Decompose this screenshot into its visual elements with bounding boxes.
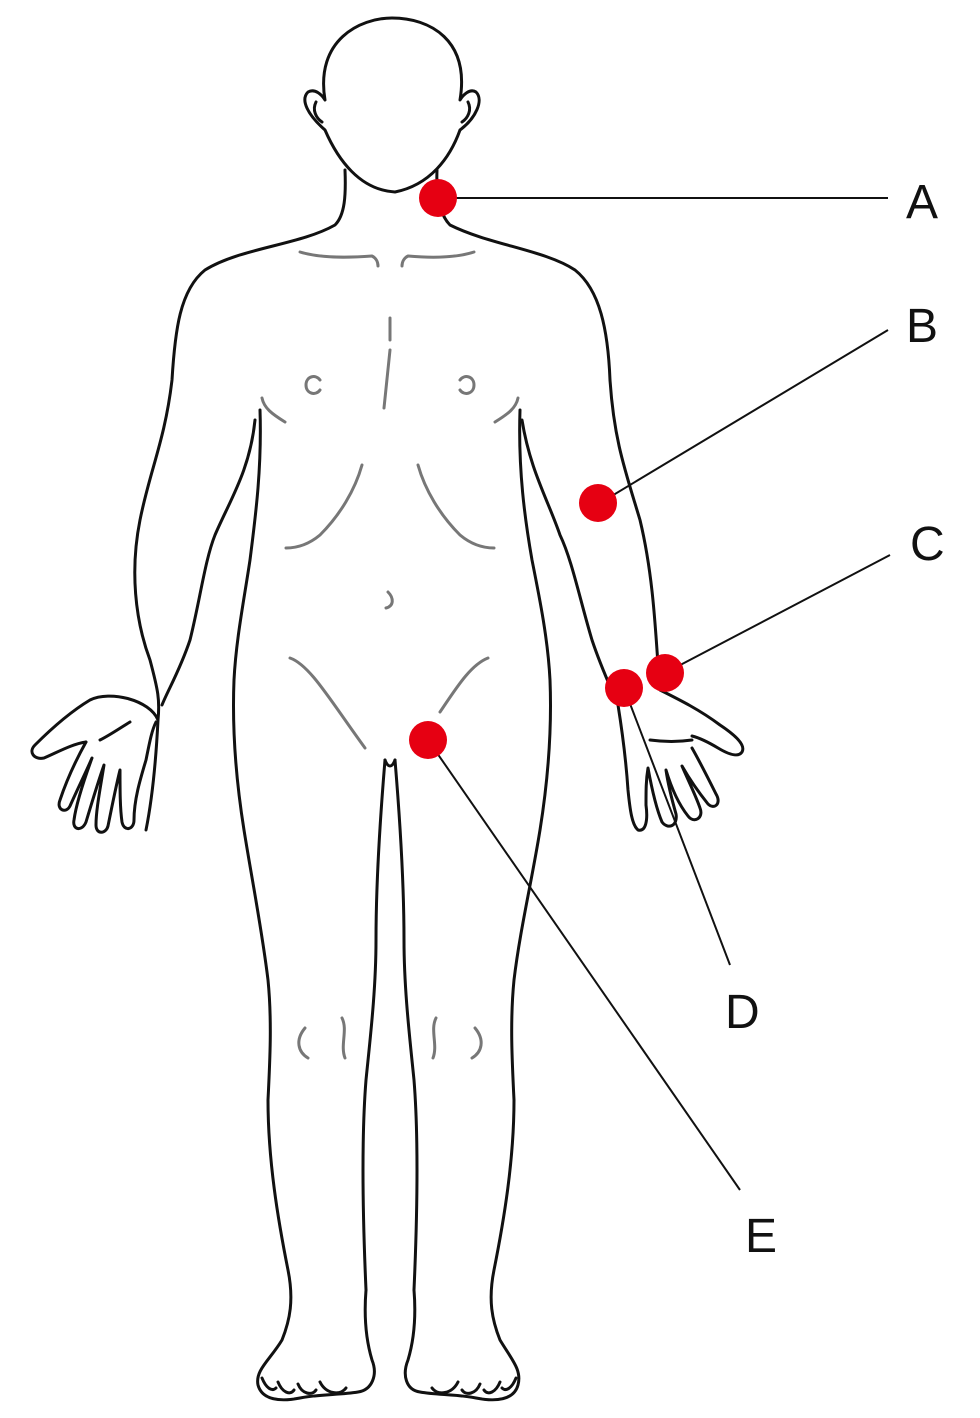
label-d: D [725,986,760,1039]
left-palm-crease [98,720,132,742]
right-inner-leg [393,758,419,1292]
crotch [383,758,397,768]
sternum-line [382,348,392,410]
right-torso-leg [403,408,553,1402]
leader-line-c [664,554,891,674]
right-palm-crease [648,738,694,743]
left-groin [288,656,367,750]
right-knee-1 [470,1026,483,1060]
right-hand [616,688,745,832]
anatomy-details [260,250,520,1060]
right-ear [460,100,472,124]
left-knee-1 [297,1026,310,1060]
left-nipple [304,375,322,395]
left-ribcage [284,463,364,550]
label-c: C [910,518,945,571]
leader-lines [427,197,891,1191]
marker-c [646,654,684,692]
left-body-contour [30,168,347,832]
label-e: E [745,1210,777,1263]
marker-e [409,721,447,759]
left-knee-2 [340,1016,347,1060]
markers [409,179,684,759]
right-ribcage [416,463,496,550]
left-torso-leg [231,408,376,1402]
right-clavicle [400,250,476,268]
marker-d [605,669,643,707]
right-pec [493,396,520,424]
right-nipple [458,375,476,395]
right-arm-inner [520,418,620,707]
label-b: B [906,300,938,353]
left-inner-leg [361,758,387,1292]
left-hand [57,720,158,834]
right-groin [438,656,490,714]
right-knee-2 [431,1016,438,1060]
marker-a [419,179,457,217]
leader-line-e [427,739,741,1191]
leader-line-b [599,329,889,504]
left-arm-inner [160,418,257,707]
left-ear [312,100,324,124]
head [303,16,481,194]
left-clavicle [298,250,380,268]
labels: A B C D E [725,176,945,1263]
navel [384,590,394,610]
right-foot-toes [430,1376,518,1395]
right-body-contour [435,168,660,667]
leader-line-d [623,687,731,966]
body-outline [30,16,745,1402]
label-a: A [906,176,938,229]
left-foot-toes [260,1376,348,1395]
marker-b [579,484,617,522]
left-pec [260,396,287,424]
